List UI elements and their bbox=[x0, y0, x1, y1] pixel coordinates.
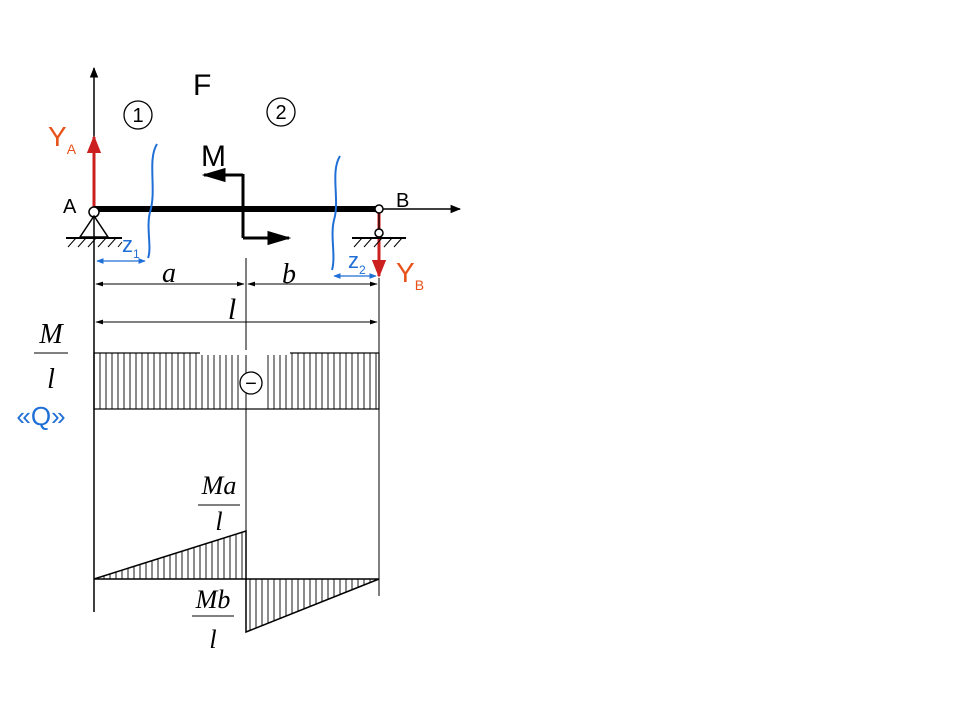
dim-l-label: l bbox=[228, 293, 236, 326]
shear-diagram-label: «Q» bbox=[16, 401, 65, 431]
shear-sign-circle bbox=[239, 371, 263, 395]
section-1-label: 1 bbox=[132, 105, 143, 127]
dim-a-label: a bbox=[162, 258, 176, 289]
moment-min-numerator: Mb bbox=[195, 585, 231, 614]
moment-label: M bbox=[201, 140, 226, 173]
support-b-roller bbox=[352, 204, 406, 248]
shear-sign: − bbox=[245, 373, 257, 395]
section-2-label: 2 bbox=[275, 102, 286, 124]
z1-label: z1 bbox=[122, 232, 140, 261]
shear-value-numerator: M bbox=[38, 319, 64, 350]
dim-b-label: b bbox=[282, 259, 296, 290]
support-a-label: A bbox=[63, 196, 77, 218]
section-1-circle bbox=[123, 100, 153, 130]
z2-label: z2 bbox=[348, 248, 366, 277]
reaction-a-label: YA bbox=[48, 121, 77, 157]
section-cut-2 bbox=[331, 155, 341, 271]
force-label: F bbox=[193, 69, 211, 102]
moment-max-denominator: l bbox=[215, 507, 222, 536]
support-b-label: B bbox=[396, 190, 409, 212]
section-cut-1 bbox=[147, 143, 158, 259]
shear-diagram bbox=[93, 350, 380, 410]
reaction-b-label: YB bbox=[396, 257, 424, 293]
moment-diagram bbox=[93, 529, 380, 634]
support-a-pin bbox=[66, 206, 123, 248]
section-2-circle bbox=[266, 97, 296, 127]
moment-max-numerator: Ma bbox=[201, 471, 237, 500]
shear-value-denominator: l bbox=[47, 364, 55, 395]
moment-min-denominator: l bbox=[209, 625, 216, 654]
moment-couple bbox=[201, 167, 292, 246]
